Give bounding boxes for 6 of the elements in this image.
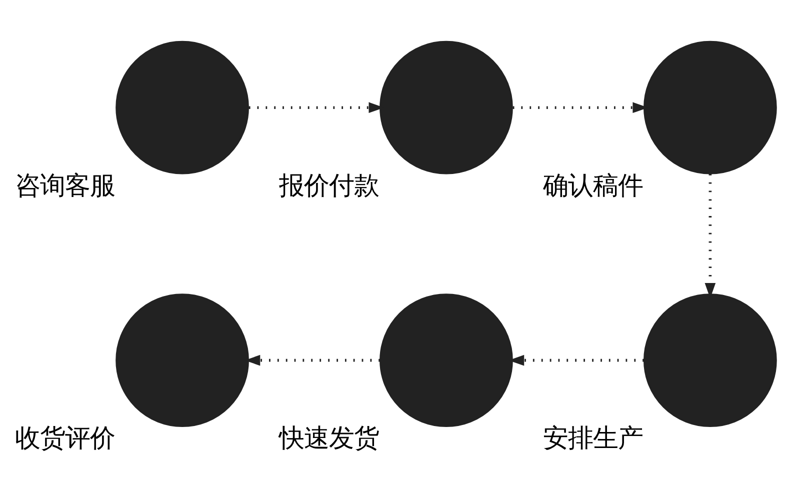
node-label: 安排生产 [542, 423, 643, 452]
node-label: 收货评价 [15, 423, 116, 452]
node-label: 咨询客服 [15, 170, 116, 200]
node-label: 快速发货 [279, 423, 380, 452]
node-label: 报价付款 [279, 170, 380, 200]
node-label: 确认稿件 [542, 170, 643, 200]
